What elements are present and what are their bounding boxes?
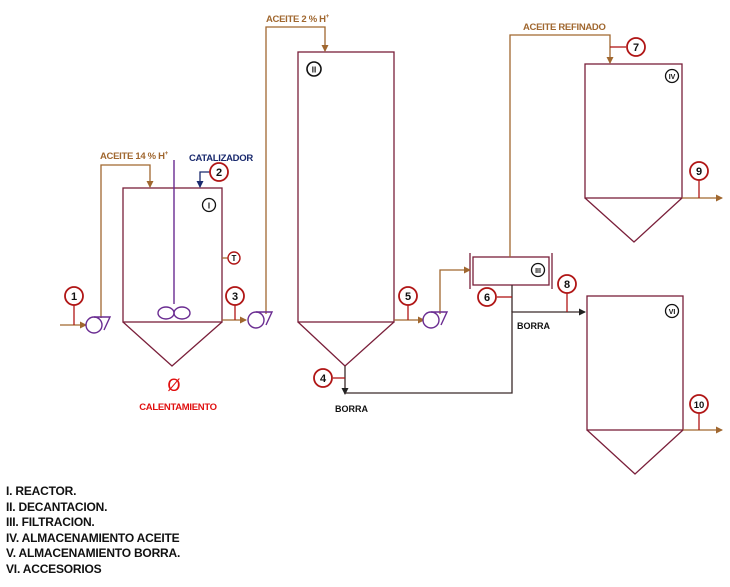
stream-marker-7: 7 [626, 37, 646, 57]
svg-text:T: T [232, 254, 237, 263]
stream-marker-4: 4 [313, 368, 333, 388]
svg-text:2: 2 [216, 167, 222, 179]
tag-oil-storage: IV [664, 68, 680, 84]
catalyst-line [196, 171, 210, 188]
tag-borra-storage: VI [664, 303, 680, 319]
stream-marker-2: 2 [209, 162, 229, 182]
tag-reactor: I [201, 197, 217, 213]
label-calentamiento: CALENTAMIENTO [139, 402, 217, 413]
reactor-vessel [122, 187, 223, 367]
legend-item-reactor: I. REACTOR. [6, 484, 77, 498]
pump-1 [85, 316, 112, 334]
svg-text:VI: VI [669, 309, 676, 316]
legend-item-decantacion: II. DECANTACION. [6, 499, 108, 514]
equipment-legend: I. REACTOR. II. DECANTACION. III. FILTRA… [6, 484, 180, 577]
agitator [157, 160, 191, 320]
label-aceite-14: ACEITE 14 % H+ [100, 151, 169, 162]
tag-decanter: II [306, 61, 322, 77]
svg-text:7: 7 [633, 42, 639, 54]
legend-item-accesorios: VI. ACCESORIOS [6, 561, 102, 576]
svg-text:II: II [312, 66, 316, 75]
svg-text:6: 6 [484, 292, 490, 304]
decanter-vessel [297, 51, 395, 367]
legend-item-almacenamiento-borra: V. ALMACENAMIENTO BORRA. [6, 546, 181, 560]
heating-symbol: Ø [167, 376, 180, 396]
svg-text:9: 9 [696, 166, 702, 178]
stream-marker-6: 6 [477, 287, 497, 307]
pump-3 [422, 311, 449, 329]
legend-item-filtracion: III. FILTRACION. [6, 515, 95, 529]
svg-text:10: 10 [694, 400, 705, 411]
svg-text:1: 1 [71, 291, 77, 303]
svg-text:4: 4 [320, 373, 327, 385]
svg-text:8: 8 [564, 279, 570, 291]
stream-marker-8: 8 [557, 274, 577, 294]
legend-item-almacenamiento-aceite: IV. ALMACENAMIENTO ACEITE [6, 530, 180, 545]
oil-pipes [60, 26, 723, 434]
svg-text:5: 5 [405, 291, 411, 303]
borra-storage-tank [586, 295, 684, 475]
borra-pipes [341, 285, 586, 395]
svg-text:III: III [535, 268, 541, 275]
stream-marker-9: 9 [689, 161, 709, 181]
stream-marker-1: 1 [64, 286, 84, 306]
stream-marker-3: 3 [225, 286, 245, 306]
label-borra-filter: BORRA [517, 321, 550, 331]
tag-filter: III [530, 262, 546, 278]
label-aceite-refinado: ACEITE REFINADO [523, 22, 606, 33]
label-catalizador: CATALIZADOR [189, 153, 253, 164]
svg-text:IV: IV [669, 74, 676, 81]
oil-storage-tank [584, 63, 683, 243]
label-borra-decanter: BORRA [335, 404, 368, 414]
label-aceite-2: ACEITE 2 % H+ [266, 14, 330, 25]
pump-2 [247, 311, 274, 329]
stream-marker-10: 10 [689, 394, 709, 414]
svg-text:I: I [208, 202, 210, 211]
svg-text:3: 3 [232, 291, 238, 303]
stream-marker-5: 5 [398, 286, 418, 306]
temperature-indicator: T [227, 251, 241, 265]
